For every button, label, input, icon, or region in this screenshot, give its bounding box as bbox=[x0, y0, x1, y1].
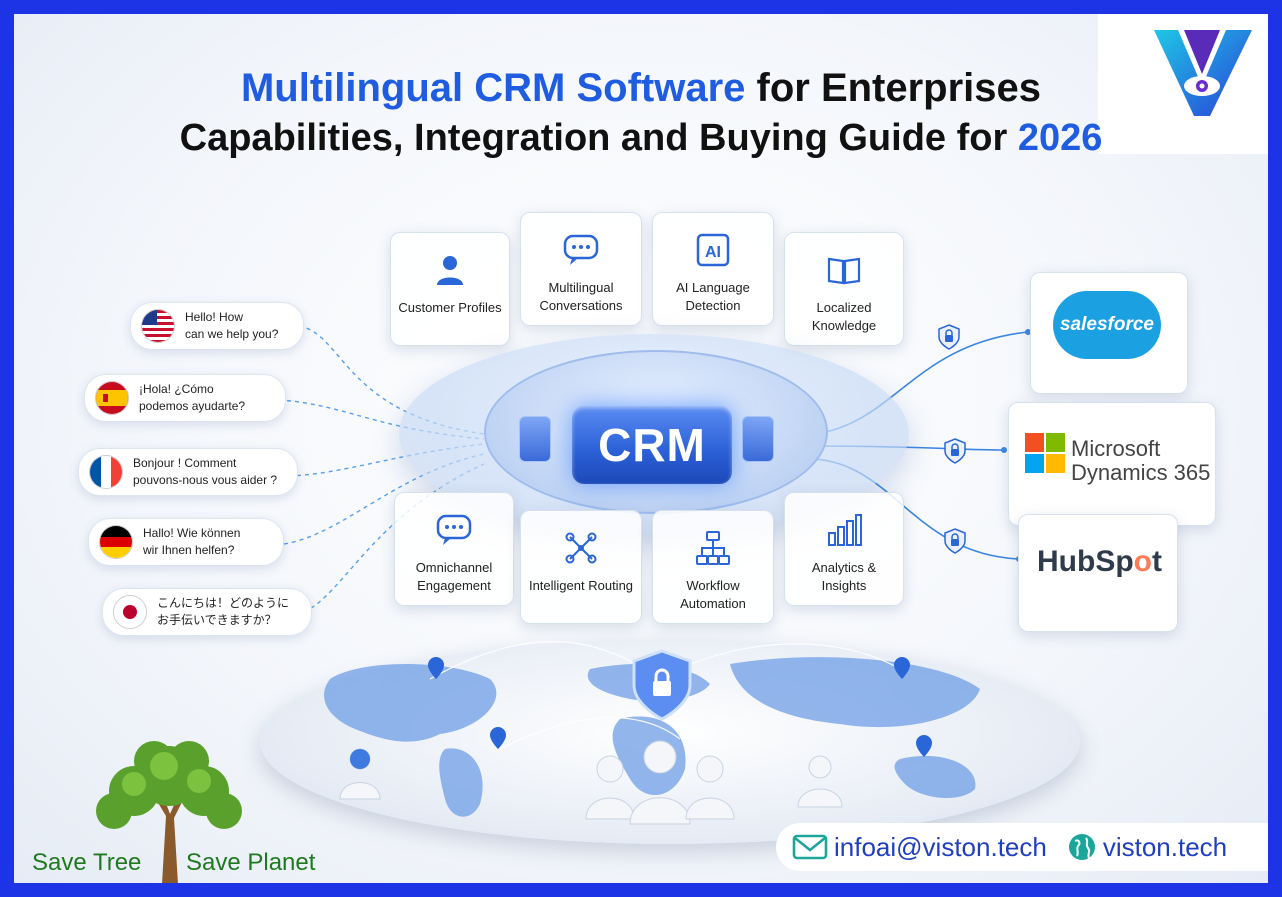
viston-logo-icon bbox=[1154, 30, 1252, 116]
microsoft-logo-icon bbox=[1025, 433, 1065, 473]
feature-card-workflow-automation: Workflow Automation bbox=[652, 510, 774, 624]
language-bubble-spanish: ¡Hola! ¿Cómo podemos ayudarte? bbox=[84, 374, 286, 422]
hubspot-logo: HubSpot bbox=[1037, 545, 1162, 579]
title-line1-rest: for Enterprises bbox=[745, 66, 1042, 110]
page-title: Multilingual CRM Software for Enterprise… bbox=[14, 66, 1268, 159]
lock-icon bbox=[944, 528, 966, 554]
japan-flag-icon bbox=[113, 595, 147, 629]
save-planet-text: Save Planet bbox=[186, 849, 316, 876]
feature-card-intelligent-routing: Intelligent Routing bbox=[520, 510, 642, 624]
website-text: viston.tech bbox=[1102, 831, 1228, 862]
lock-icon bbox=[944, 438, 966, 464]
title-line1-highlight: Multilingual CRM Software bbox=[240, 66, 746, 110]
tree-icon bbox=[96, 741, 242, 883]
microsoft-dynamics-label: Microsoft Dynamics 365 bbox=[1071, 436, 1211, 486]
book-icon bbox=[827, 257, 861, 285]
hubspot-text-b: t bbox=[1151, 545, 1162, 578]
chat-icon bbox=[436, 514, 472, 545]
feature-card-customer-profiles: Customer Profiles bbox=[390, 232, 510, 346]
language-bubble-french: Bonjour ! Comment pouvons-nous vous aide… bbox=[78, 448, 298, 496]
salesforce-logo: salesforce bbox=[1053, 291, 1161, 359]
save-tree-text: Save Tree bbox=[32, 849, 142, 876]
integration-microsoft-dynamics: Microsoft Dynamics 365 bbox=[1008, 402, 1216, 526]
website-contact[interactable]: viston.tech bbox=[1067, 832, 1227, 863]
user-icon bbox=[437, 256, 463, 285]
spain-flag-icon bbox=[95, 381, 129, 415]
feature-label: Workflow Automation bbox=[680, 578, 746, 611]
microsoft-line2: Dynamics 365 bbox=[1071, 460, 1211, 486]
integration-salesforce: salesforce bbox=[1030, 272, 1188, 394]
feature-label: AI Language Detection bbox=[676, 280, 750, 313]
globe-icon bbox=[1068, 834, 1095, 860]
feature-card-analytics-insights: Analytics & Insights bbox=[784, 492, 904, 606]
chat-icon bbox=[563, 234, 599, 265]
microsoft-line1: Microsoft bbox=[1071, 436, 1161, 461]
language-bubble-japanese: こんにちは！どのように お手伝いできますか？ bbox=[102, 588, 312, 636]
bubble-line2: podemos ayudarte? bbox=[139, 399, 246, 413]
france-flag-icon bbox=[89, 455, 123, 489]
language-bubble-german: Hallo! Wie können wir Ihnen helfen? bbox=[88, 518, 284, 566]
infographic-canvas: Multilingual CRM Software for Enterprise… bbox=[14, 14, 1268, 883]
feature-card-omnichannel-engagement: Omnichannel Engagement bbox=[394, 492, 514, 606]
us-flag-icon bbox=[141, 309, 175, 343]
bubble-line1: Bonjour ! Comment bbox=[133, 456, 237, 471]
feature-label: Intelligent Routing bbox=[528, 578, 634, 593]
feature-label: Analytics & Insights bbox=[811, 560, 877, 593]
bubble-line2: can we help you? bbox=[185, 327, 279, 341]
title-line2-rest: Capabilities, Integration and Buying Gui… bbox=[179, 116, 1018, 159]
germany-flag-icon bbox=[99, 525, 133, 559]
email-contact[interactable]: infoai@viston.tech bbox=[792, 832, 1047, 863]
contact-bar: infoai@viston.tech viston.tech bbox=[776, 823, 1268, 871]
bubble-line1: Hello! How bbox=[185, 310, 244, 325]
bubble-line2: wir Ihnen helfen? bbox=[143, 543, 235, 557]
bubble-line2: pouvons-nous vous aider ? bbox=[133, 473, 278, 487]
hubspot-text-a: HubSp bbox=[1037, 545, 1134, 578]
language-bubble-english: Hello! How can we help you? bbox=[130, 302, 304, 350]
title-year: 2026 bbox=[1017, 116, 1103, 159]
bubble-line1: ¡Hola! ¿Cómo bbox=[139, 382, 214, 397]
feature-label: Customer Profiles bbox=[398, 300, 502, 315]
world-map-graphic bbox=[324, 641, 980, 825]
ai-icon: AI bbox=[696, 233, 730, 267]
bubble-line1: Hallo! Wie können bbox=[143, 526, 241, 541]
workflow-icon bbox=[696, 531, 730, 565]
crm-core: CRM bbox=[572, 406, 732, 484]
feature-label: Omnichannel Engagement bbox=[415, 560, 493, 593]
bubble-line2: お手伝いできますか？ bbox=[157, 613, 277, 627]
svg-text:AI: AI bbox=[705, 244, 721, 261]
feature-label: Multilingual Conversations bbox=[539, 280, 623, 313]
network-icon bbox=[565, 532, 597, 564]
bar-chart-icon bbox=[828, 514, 862, 546]
mail-icon bbox=[792, 834, 828, 860]
hub-chip-right bbox=[742, 416, 774, 462]
hub-chip-left bbox=[519, 416, 551, 462]
feature-card-ai-language-detection: AI AI Language Detection bbox=[652, 212, 774, 326]
feature-card-multilingual-conversations: Multilingual Conversations bbox=[520, 212, 642, 326]
integration-hubspot: HubSpot bbox=[1018, 514, 1178, 632]
hubspot-text-o: o bbox=[1133, 545, 1152, 578]
bubble-line1: こんにちは！どのように bbox=[157, 596, 290, 611]
email-text: infoai@viston.tech bbox=[834, 831, 1047, 862]
feature-label: Localized Knowledge bbox=[811, 300, 877, 333]
lock-icon bbox=[938, 324, 960, 350]
feature-card-localized-knowledge: Localized Knowledge bbox=[784, 232, 904, 346]
